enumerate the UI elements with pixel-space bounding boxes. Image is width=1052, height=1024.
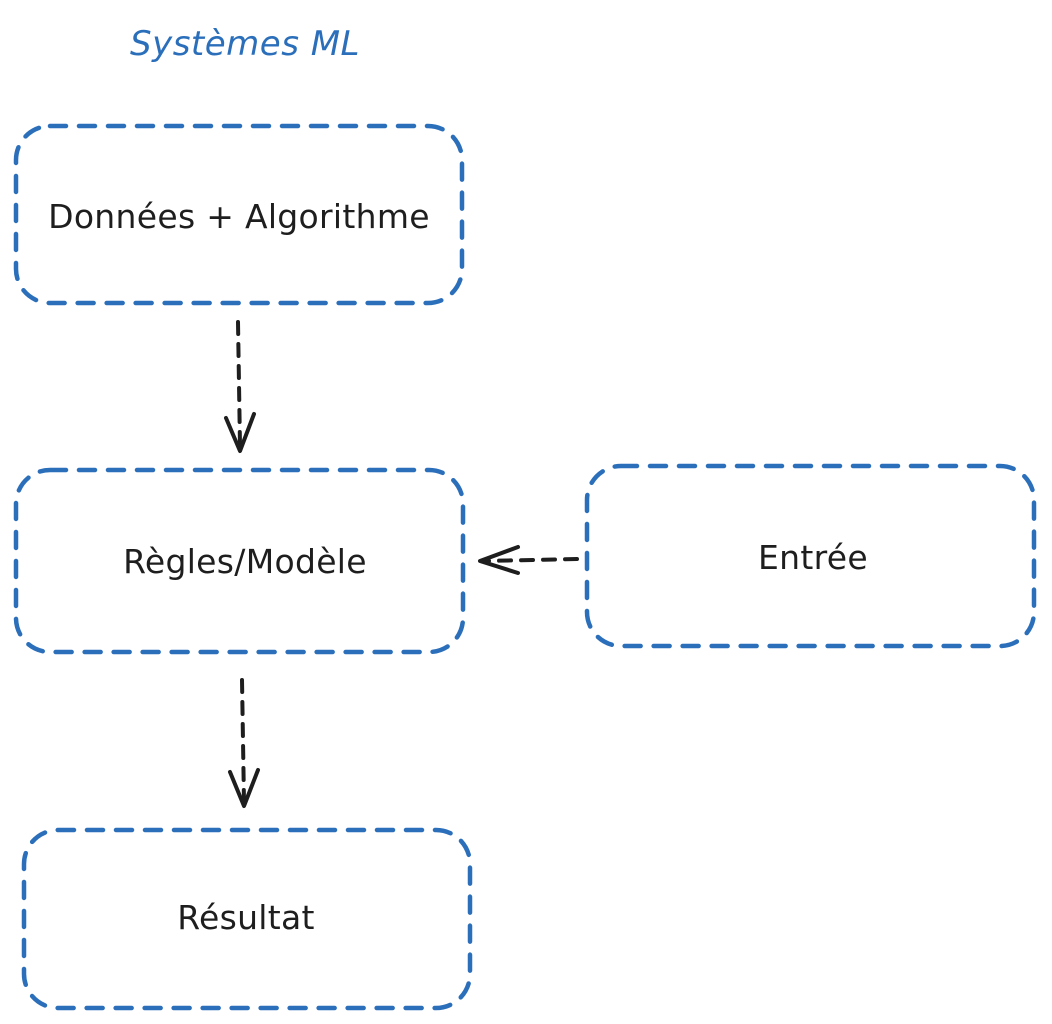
node-data-algorithm[interactable]: Données + Algorithme xyxy=(13,123,465,306)
arrow-input-to-model xyxy=(478,545,579,575)
node-input-border xyxy=(584,463,1037,649)
arrow-model-to-result-head xyxy=(228,768,260,808)
node-input[interactable]: Entrée xyxy=(584,463,1037,649)
node-result-label: Résultat xyxy=(177,898,315,937)
arrow-data-to-model-shaft xyxy=(236,320,242,448)
node-input-label: Entrée xyxy=(758,538,868,577)
arrow-model-to-result xyxy=(228,678,260,808)
node-data-algorithm-label: Données + Algorithme xyxy=(48,197,430,236)
node-data-algorithm-border xyxy=(13,123,465,306)
arrow-data-to-model xyxy=(224,320,256,453)
arrow-input-to-model-head xyxy=(478,545,520,575)
node-rules-model[interactable]: Règles/Modèle xyxy=(13,467,466,655)
arrow-model-to-result-shaft xyxy=(240,678,246,804)
node-result-border xyxy=(21,827,473,1011)
node-rules-model-border xyxy=(13,467,466,655)
node-rules-model-label: Règles/Modèle xyxy=(123,542,367,581)
arrow-input-to-model-shaft xyxy=(482,557,579,563)
arrow-data-to-model-head xyxy=(224,412,256,453)
node-result[interactable]: Résultat xyxy=(21,827,473,1011)
diagram-title: Systèmes ML xyxy=(130,24,360,64)
